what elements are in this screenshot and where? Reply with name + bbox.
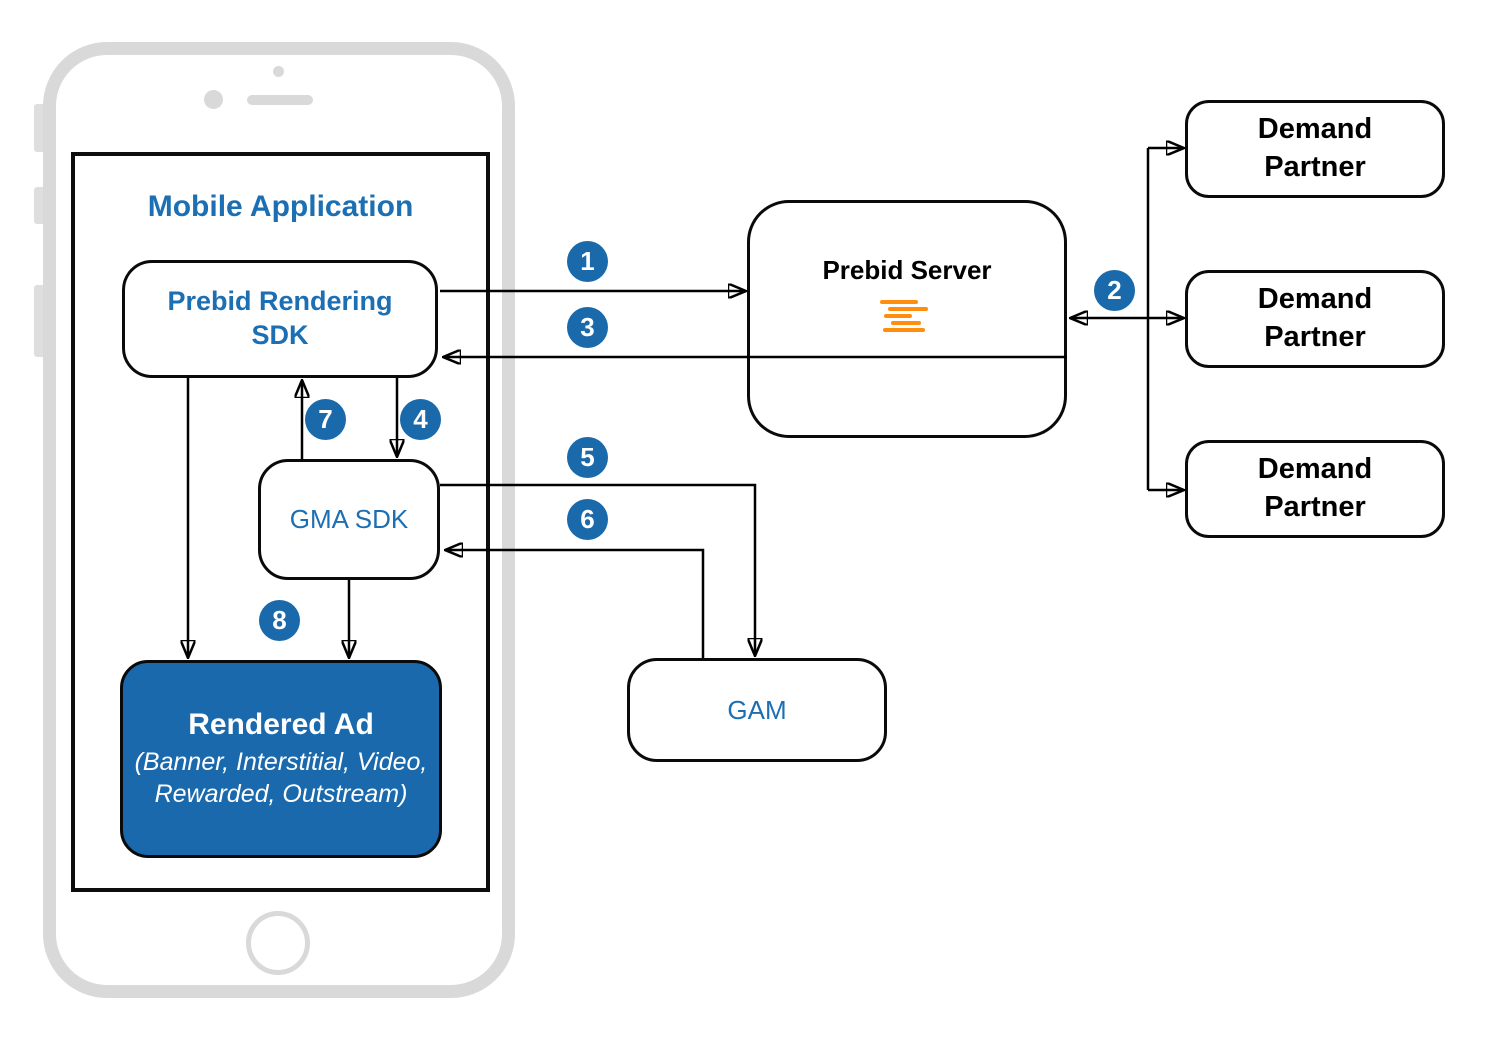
prebid-server-label: Prebid Server	[822, 255, 992, 285]
prebid-logo-icon	[880, 300, 934, 336]
step-4-badge: 4	[400, 399, 441, 440]
prebid-rendering-sdk-label: Prebid Rendering SDK	[167, 286, 393, 350]
step-6-badge: 6	[567, 499, 608, 540]
node-prebid-server: Prebid Server	[747, 200, 1067, 438]
camera-dot-icon	[273, 66, 284, 77]
step-5-badge: 5	[567, 437, 608, 478]
phone-side-button-volume-up	[34, 187, 44, 224]
step-3-badge: 3	[567, 307, 608, 348]
node-demand-partner-1: Demand Partner	[1185, 100, 1445, 198]
phone-side-button-mute	[34, 104, 44, 152]
step-1-badge: 1	[567, 241, 608, 282]
mobile-app-title: Mobile Application	[147, 190, 414, 223]
front-camera-icon	[204, 90, 223, 109]
node-prebid-rendering-sdk: Prebid Rendering SDK	[122, 260, 438, 378]
rendered-ad-subtitle: (Banner, Interstitial, Video, Rewarded, …	[134, 748, 428, 808]
demand-partner-label: Demand Partner	[1257, 113, 1373, 183]
gam-label: GAM	[727, 694, 787, 725]
step-2-badge: 2	[1094, 270, 1135, 311]
step-7-badge: 7	[305, 399, 346, 440]
speaker-icon	[247, 95, 313, 105]
node-gam: GAM	[627, 658, 887, 762]
demand-partner-label: Demand Partner	[1257, 453, 1373, 523]
home-button	[246, 911, 310, 975]
rendered-ad-title: Rendered Ad	[188, 708, 374, 741]
phone-side-button-volume-down	[34, 285, 44, 357]
node-rendered-ad: Rendered Ad (Banner, Interstitial, Video…	[120, 660, 442, 858]
node-demand-partner-2: Demand Partner	[1185, 270, 1445, 368]
step-8-badge: 8	[259, 600, 300, 641]
node-gma-sdk: GMA SDK	[258, 459, 440, 580]
node-demand-partner-3: Demand Partner	[1185, 440, 1445, 538]
gma-sdk-label: GMA SDK	[289, 504, 409, 534]
demand-partner-label: Demand Partner	[1257, 283, 1373, 353]
